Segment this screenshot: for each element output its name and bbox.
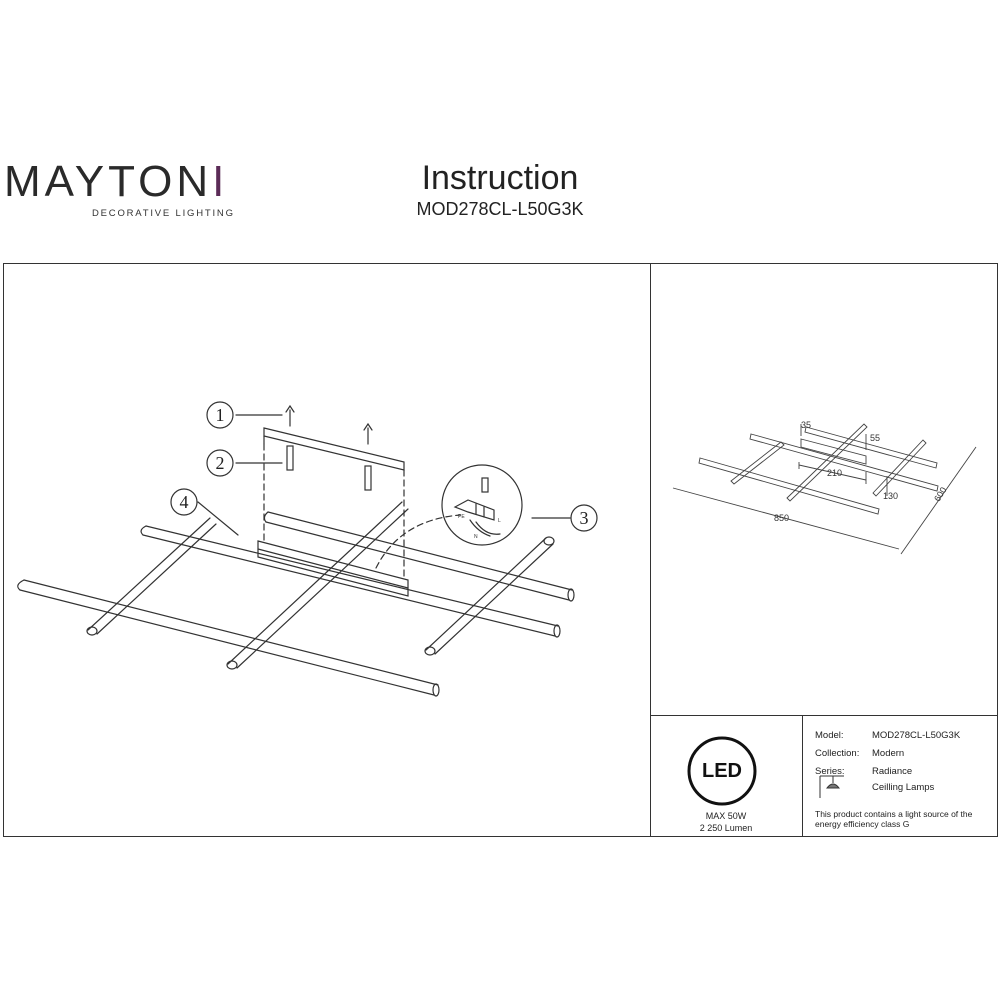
callout-3-label: 3 [580,508,589,528]
frame-divider-horizontal [650,715,998,716]
callout-1-label: 1 [216,405,225,425]
led-lumen: 2 250 Lumen [699,823,753,833]
rod-diagonal-right [424,536,555,656]
central-housing [257,540,409,597]
callout-2 [206,449,234,477]
led-badge-label: LED [702,760,742,782]
document-model: MOD278CL-L50G3K [416,199,584,219]
callout-1 [206,401,234,429]
rod-diagonal-center [226,501,409,670]
dim-35: 35 [801,420,811,430]
brand-logo: MAYTONI DECORATIVE LIGHTING [4,157,234,220]
wall-plug-icon [286,445,372,491]
dim-130: 130 [883,491,898,501]
ceiling-lamp-icon [819,775,844,798]
brand-name: MAYTONI [4,157,229,206]
dim-rods [698,423,939,515]
dim-600: 600 [932,485,948,503]
rod-long-middle [140,525,561,638]
callout-2-label: 2 [216,453,225,473]
rod-diagonal-left [86,517,217,636]
document-header: Instruction MOD278CL-L50G3K [380,158,620,220]
wire-label-l: L [498,518,501,524]
spec-series-value: Radiance [872,766,913,777]
wiring-detail [441,464,523,546]
brand-name-accent: I [212,157,229,206]
led-caption: MAX 50W 2 250 Lumen [651,810,801,834]
drawing-frame [3,263,998,837]
frame-divider-vertical [650,263,651,837]
screw-icon [285,404,373,445]
dimension-drawing: 35 55 210 130 850 600 [672,420,977,555]
spec-type: Ceilling Lamps [872,782,935,793]
dim-850: 850 [774,513,789,523]
assembly-drawing: 1 2 3 4 N L PE [17,401,598,697]
wire-label-pe: PE [458,514,465,520]
dim-55: 55 [870,433,880,443]
mounting-bracket [263,427,405,471]
spec-series: Series: Radiance [815,766,912,777]
brand-tagline: DECORATIVE LIGHTING [92,208,235,219]
spec-collection: Collection: Modern [815,748,904,759]
energy-note: This product contains a light source of … [815,809,973,829]
wire-label-n: N [474,534,478,540]
callout-3 [570,504,598,532]
spec-collection-label: Collection: [815,748,860,759]
spec-collection-value: Modern [872,748,905,759]
led-power: MAX 50W [705,811,747,821]
spec-model-label: Model: [815,730,844,741]
spec-model: Model: MOD278CL-L50G3K [815,730,960,741]
rod-long-front [17,579,440,697]
spec-series-label: Series: [815,766,845,777]
spec-model-value: MOD278CL-L50G3K [872,730,961,741]
document-title: Instruction [421,159,579,197]
dim-lines [672,424,977,555]
led-badge-icon: LED [687,736,757,806]
dim-210: 210 [827,468,842,478]
callout-4 [170,488,198,516]
callout-4-label: 4 [180,492,189,512]
frame-divider-spec [802,715,803,837]
assembly-guides [263,443,461,581]
